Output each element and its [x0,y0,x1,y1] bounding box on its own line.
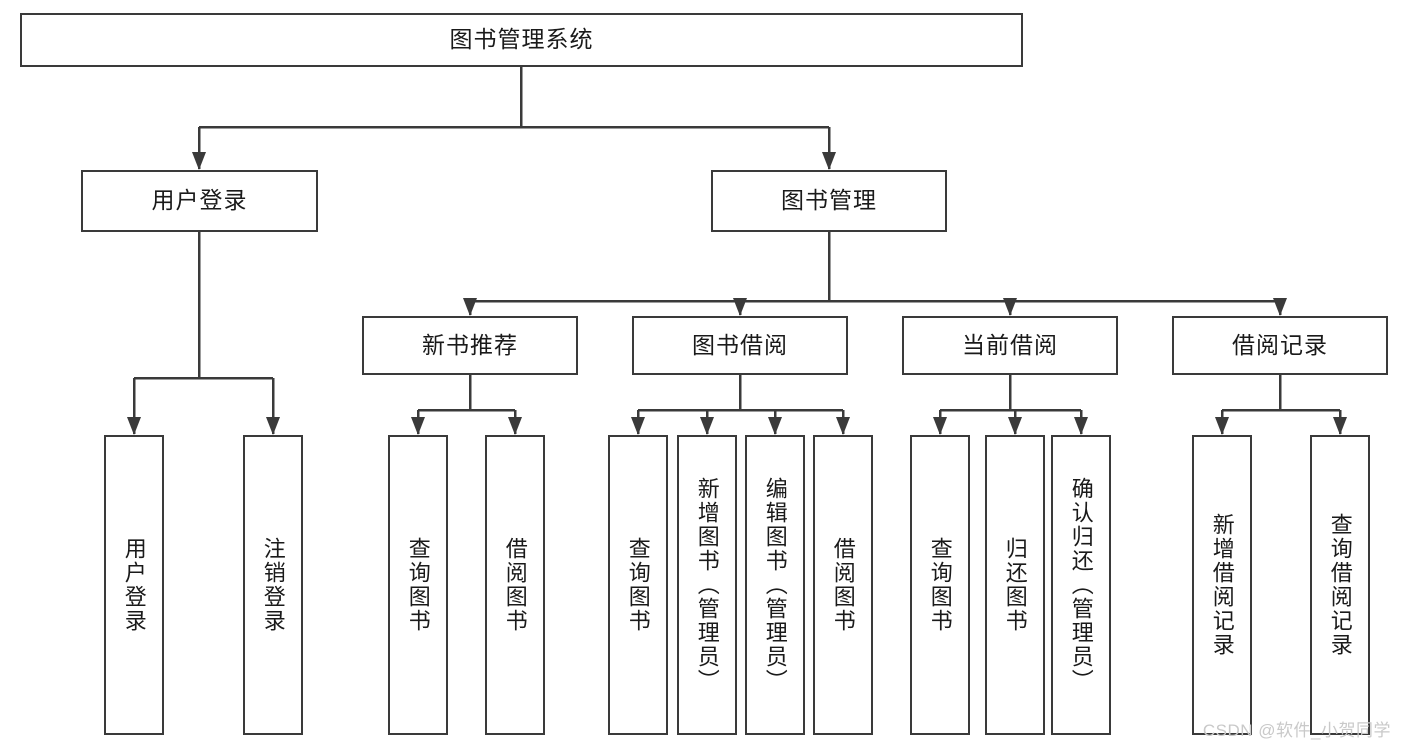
node-label: 归还图书 [1002,537,1028,633]
node-root[interactable]: 图书管理系统 [20,13,1023,67]
arrow-icon-borrow-1 [700,417,714,435]
arrow-icon-current-1 [1008,417,1022,435]
node-label: 新书推荐 [422,331,518,358]
node-label: 用户登录 [121,537,147,633]
node-label: 查询图书 [625,537,651,633]
node-records[interactable]: 借阅记录 [1172,316,1388,375]
arrow-icon-root-1 [822,152,836,170]
node-l7[interactable]: 编辑图书（管理员） [745,435,805,735]
arrow-icon-current-0 [933,417,947,435]
node-label: 借阅图书 [830,537,856,633]
node-borrow[interactable]: 图书借阅 [632,316,848,375]
node-label: 用户登录 [151,187,248,214]
node-label: 图书管理系统 [449,26,594,53]
node-login[interactable]: 用户登录 [81,170,318,232]
arrow-icon-borrow-0 [631,417,645,435]
arrow-icon-bookmgmt-3 [1273,298,1287,316]
node-label: 新增图书（管理员） [694,477,720,693]
node-label: 图书管理 [781,187,877,214]
arrow-icon-root-0 [192,152,206,170]
arrow-icon-records-0 [1215,417,1229,435]
node-l4[interactable]: 借阅图书 [485,435,545,735]
node-label: 新增借阅记录 [1209,513,1235,657]
node-l2[interactable]: 注销登录 [243,435,303,735]
node-l12[interactable]: 新增借阅记录 [1192,435,1252,735]
node-label: 查询借阅记录 [1327,513,1353,657]
node-label: 当前借阅 [962,331,1058,358]
node-label: 编辑图书（管理员） [762,477,788,693]
node-label: 借阅图书 [502,537,528,633]
node-label: 查询图书 [927,537,953,633]
node-l6[interactable]: 新增图书（管理员） [677,435,737,735]
arrow-icon-borrow-3 [836,417,850,435]
arrow-icon-bookmgmt-0 [463,298,477,316]
arrow-icon-bookmgmt-2 [1003,298,1017,316]
node-l11[interactable]: 确认归还（管理员） [1051,435,1111,735]
node-l10[interactable]: 归还图书 [985,435,1045,735]
arrow-icon-newbook-1 [508,417,522,435]
arrow-icon-login-0 [127,417,141,435]
node-current[interactable]: 当前借阅 [902,316,1118,375]
node-newbook[interactable]: 新书推荐 [362,316,578,375]
arrow-icon-bookmgmt-1 [733,298,747,316]
node-l8[interactable]: 借阅图书 [813,435,873,735]
node-l1[interactable]: 用户登录 [104,435,164,735]
arrow-icon-borrow-2 [768,417,782,435]
node-l5[interactable]: 查询图书 [608,435,668,735]
node-label: 查询图书 [405,537,431,633]
arrow-icon-login-1 [266,417,280,435]
watermark: CSDN @软件_小贺同学 [1202,721,1391,740]
node-label: 注销登录 [260,537,286,633]
arrow-icon-current-2 [1074,417,1088,435]
node-bookmgmt[interactable]: 图书管理 [711,170,947,232]
node-label: 确认归还（管理员） [1068,477,1094,693]
node-label: 借阅记录 [1232,331,1328,358]
node-l3[interactable]: 查询图书 [388,435,448,735]
arrow-icon-records-1 [1333,417,1347,435]
node-l13[interactable]: 查询借阅记录 [1310,435,1370,735]
node-l9[interactable]: 查询图书 [910,435,970,735]
node-label: 图书借阅 [692,331,788,358]
arrow-icon-newbook-0 [411,417,425,435]
